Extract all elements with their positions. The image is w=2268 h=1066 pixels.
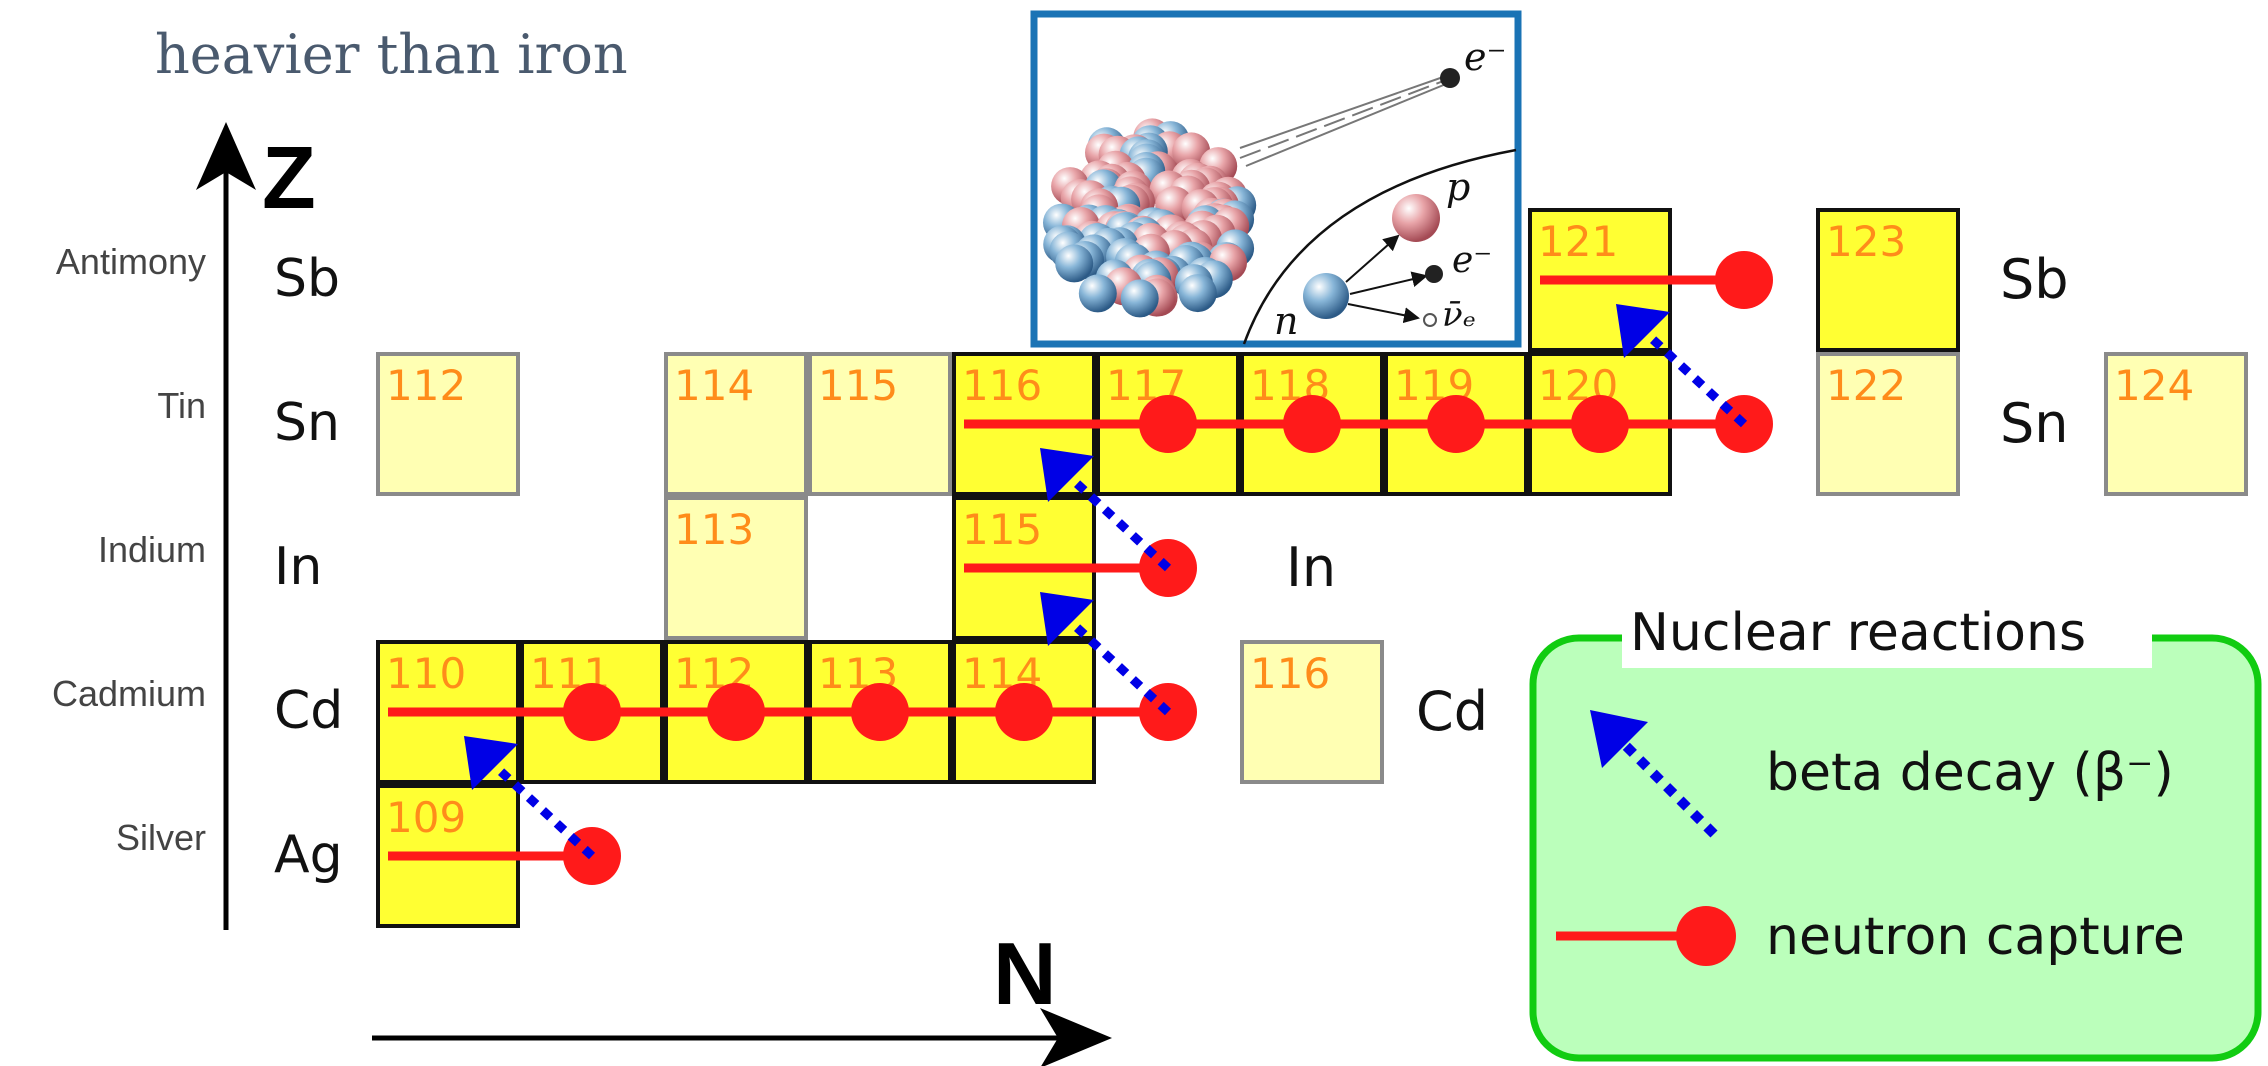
isotope-sb-123: 123: [1816, 208, 1960, 352]
row-end-symbol-cd: Cd: [1416, 680, 1488, 743]
decay-boundary-arc: [1242, 148, 1517, 345]
inset-neutron-label: n: [1274, 299, 1298, 343]
isotope-mass-label: 122: [1826, 361, 1906, 410]
capture-dot: [563, 683, 621, 741]
element-name-silver: Silver: [116, 817, 206, 858]
element-name-indium: Indium: [98, 529, 206, 570]
beta-decay-arrows: [464, 304, 1748, 860]
neutron-ball: [1303, 273, 1349, 319]
element-name-cadmium: Cadmium: [52, 673, 206, 714]
inset-electron2-label: e⁻: [1452, 240, 1492, 281]
row-end-symbol-sb: Sb: [2000, 248, 2069, 311]
isotope-mass-label: 112: [386, 361, 466, 410]
legend-box: [1529, 634, 2262, 1062]
beta-decay-arrow: [1040, 592, 1172, 716]
isotope-mass-label: 124: [2114, 361, 2194, 410]
capture-dot: [995, 683, 1053, 741]
legend-beta-label: beta decay (β⁻): [1766, 743, 2174, 803]
beta-decay-arrow: [464, 736, 596, 860]
legend-capture-label: neutron capture: [1766, 907, 2185, 967]
nucleon-neutron: [1078, 274, 1117, 313]
isotope-mass-label: 115: [818, 361, 898, 410]
isotope-mass-label: 113: [674, 505, 754, 554]
capture-path-sn: [964, 395, 1773, 453]
n-axis-label: N: [993, 924, 1057, 1023]
isotope-mass-label: 123: [1826, 217, 1906, 266]
isotope-mass-label: 116: [962, 361, 1042, 410]
emitted-electron: [1440, 68, 1460, 88]
nucleon-neutron: [1120, 279, 1159, 318]
decay-electron: [1425, 265, 1443, 283]
z-axis: [196, 122, 256, 930]
beta-decay-inset: e⁻ p n e⁻ ν̄ₑ: [1030, 10, 1522, 348]
capture-dot: [707, 683, 765, 741]
nucleus-illustration: [1043, 118, 1257, 318]
caption-line-1: heavier than iron: [155, 23, 628, 79]
capture-dot: [1715, 251, 1773, 309]
beta-decay-arrow: [1040, 448, 1172, 572]
row-end-symbol-sn: Sn: [2000, 392, 2069, 455]
isotope-mass-label: 109: [386, 793, 466, 842]
isotope-sn-115: 115: [808, 352, 952, 496]
capture-path-cd: [388, 683, 1197, 741]
electron-trail: [1239, 75, 1447, 167]
caption: heavier than iron: [155, 0, 1155, 79]
element-symbol-sn: Sn: [274, 393, 340, 453]
isotope-sn-124: 124: [2104, 352, 2248, 496]
z-axis-label: Z: [262, 128, 316, 227]
beta-decay-arrow: [1616, 304, 1748, 428]
legend-beta-arrow: [1590, 710, 1718, 838]
legend-capture-symbol: [1556, 906, 1736, 966]
element-symbol-in: In: [274, 537, 322, 597]
isotope-sn-122: 122: [1816, 352, 1960, 496]
isotope-mass-label: 116: [1250, 649, 1330, 698]
legend-title: Nuclear reactions: [1630, 603, 2086, 663]
capture-dot: [1283, 395, 1341, 453]
legend: Nuclear reactions beta decay (β⁻) neutro…: [1529, 603, 2262, 1062]
isotope-mass-label: 110: [386, 649, 466, 698]
proton-ball: [1392, 194, 1440, 242]
capture-dot: [1139, 395, 1197, 453]
antineutrino-dot: [1423, 313, 1437, 327]
nucleon-neutron: [1055, 244, 1094, 283]
inset-electron-label: e⁻: [1464, 35, 1507, 79]
element-symbol-sb: Sb: [274, 249, 340, 309]
n-axis: [372, 1008, 1112, 1066]
element-symbol-ag: Ag: [274, 825, 343, 885]
inset-proton-label: p: [1446, 165, 1470, 209]
element-symbol-cd: Cd: [274, 681, 343, 741]
isotope-sn-112: 112: [376, 352, 520, 496]
isotope-sn-114: 114: [664, 352, 808, 496]
isotope-mass-label: 114: [674, 361, 754, 410]
element-name-tin: Tin: [157, 385, 206, 426]
legend-title-gap: [1622, 612, 2152, 668]
row-end-symbol-in: In: [1286, 536, 1336, 599]
neutron-capture-paths: [388, 251, 1773, 885]
nucleon-neutron: [1178, 274, 1217, 313]
isotope-mass-label: 121: [1538, 217, 1618, 266]
capture-path-sb: [1540, 251, 1773, 309]
capture-dot: [1427, 395, 1485, 453]
isotope-in-113: 113: [664, 496, 808, 640]
capture-dot: [851, 683, 909, 741]
isotope-mass-label: 115: [962, 505, 1042, 554]
isotope-cd-116: 116: [1240, 640, 1384, 784]
capture-dot: [1571, 395, 1629, 453]
element-name-antimony: Antimony: [56, 241, 206, 282]
inset-antineutrino-label: ν̄ₑ: [1442, 295, 1476, 335]
